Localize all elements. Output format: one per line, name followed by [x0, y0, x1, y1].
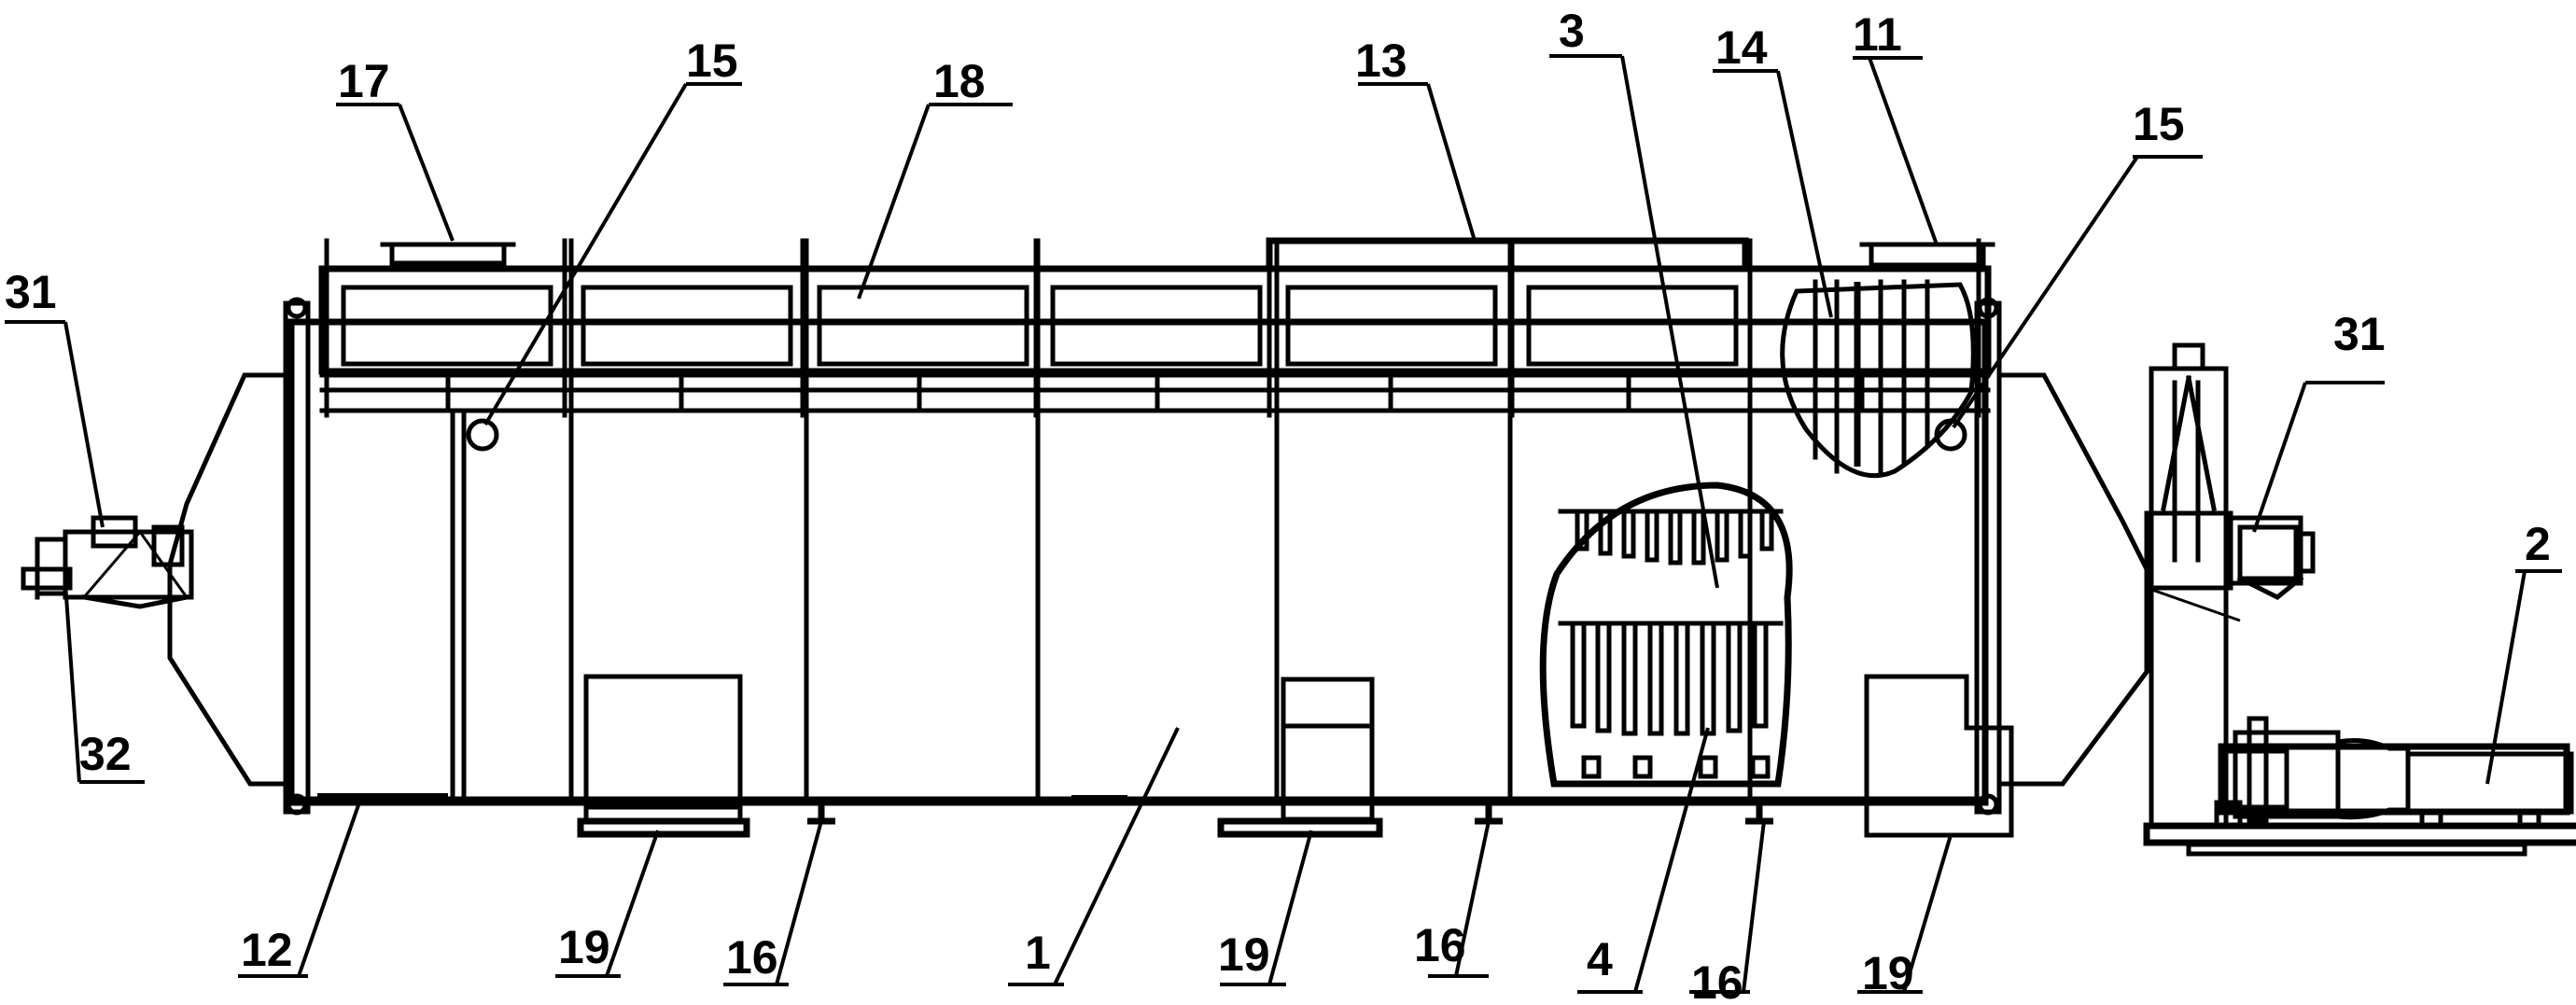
label-16-a: 16	[726, 931, 778, 984]
top-right-nozzle	[1859, 242, 1995, 268]
label-32: 32	[79, 728, 132, 780]
label-16-c: 16	[1691, 956, 1743, 1005]
pin-cutaway	[1539, 482, 1793, 788]
label-2: 2	[2525, 518, 2551, 570]
label-31-right: 31	[2333, 308, 2386, 360]
right-drive-assembly	[2143, 342, 2576, 857]
labels-layer: 17 15 18 13 3 14 11 15 31	[5, 5, 2562, 1005]
top-frame	[318, 238, 1992, 418]
label-3: 3	[1559, 5, 1585, 57]
label-17: 17	[338, 55, 390, 107]
label-14: 14	[1715, 21, 1768, 74]
label-19-middle: 19	[1218, 928, 1270, 981]
label-15-right: 15	[2133, 98, 2185, 150]
vessel-body	[167, 238, 2149, 816]
label-1: 1	[1025, 927, 1051, 979]
sectional-cutaway	[1780, 279, 1976, 479]
saddle-left	[577, 674, 750, 838]
label-19-right: 19	[1862, 947, 1914, 999]
lower-pins	[1558, 621, 1784, 779]
upper-pins	[1558, 509, 1784, 565]
label-4: 4	[1587, 933, 1613, 985]
label-19-left: 19	[558, 921, 610, 973]
cover-plate	[1266, 237, 1749, 272]
label-15-left: 15	[686, 35, 738, 87]
sight-glass-left	[466, 418, 499, 452]
label-18: 18	[933, 55, 986, 107]
label-11: 11	[1853, 8, 1902, 61]
left-bearing-assembly	[21, 515, 194, 609]
saddle-middle	[1217, 677, 1383, 838]
label-12: 12	[241, 924, 293, 976]
label-16-b: 16	[1414, 919, 1466, 971]
label-13: 13	[1355, 35, 1407, 87]
bottom-left-port	[317, 793, 448, 804]
label-31-left: 31	[5, 266, 57, 318]
saddle-right	[1864, 674, 2014, 838]
top-left-nozzle	[380, 242, 516, 266]
